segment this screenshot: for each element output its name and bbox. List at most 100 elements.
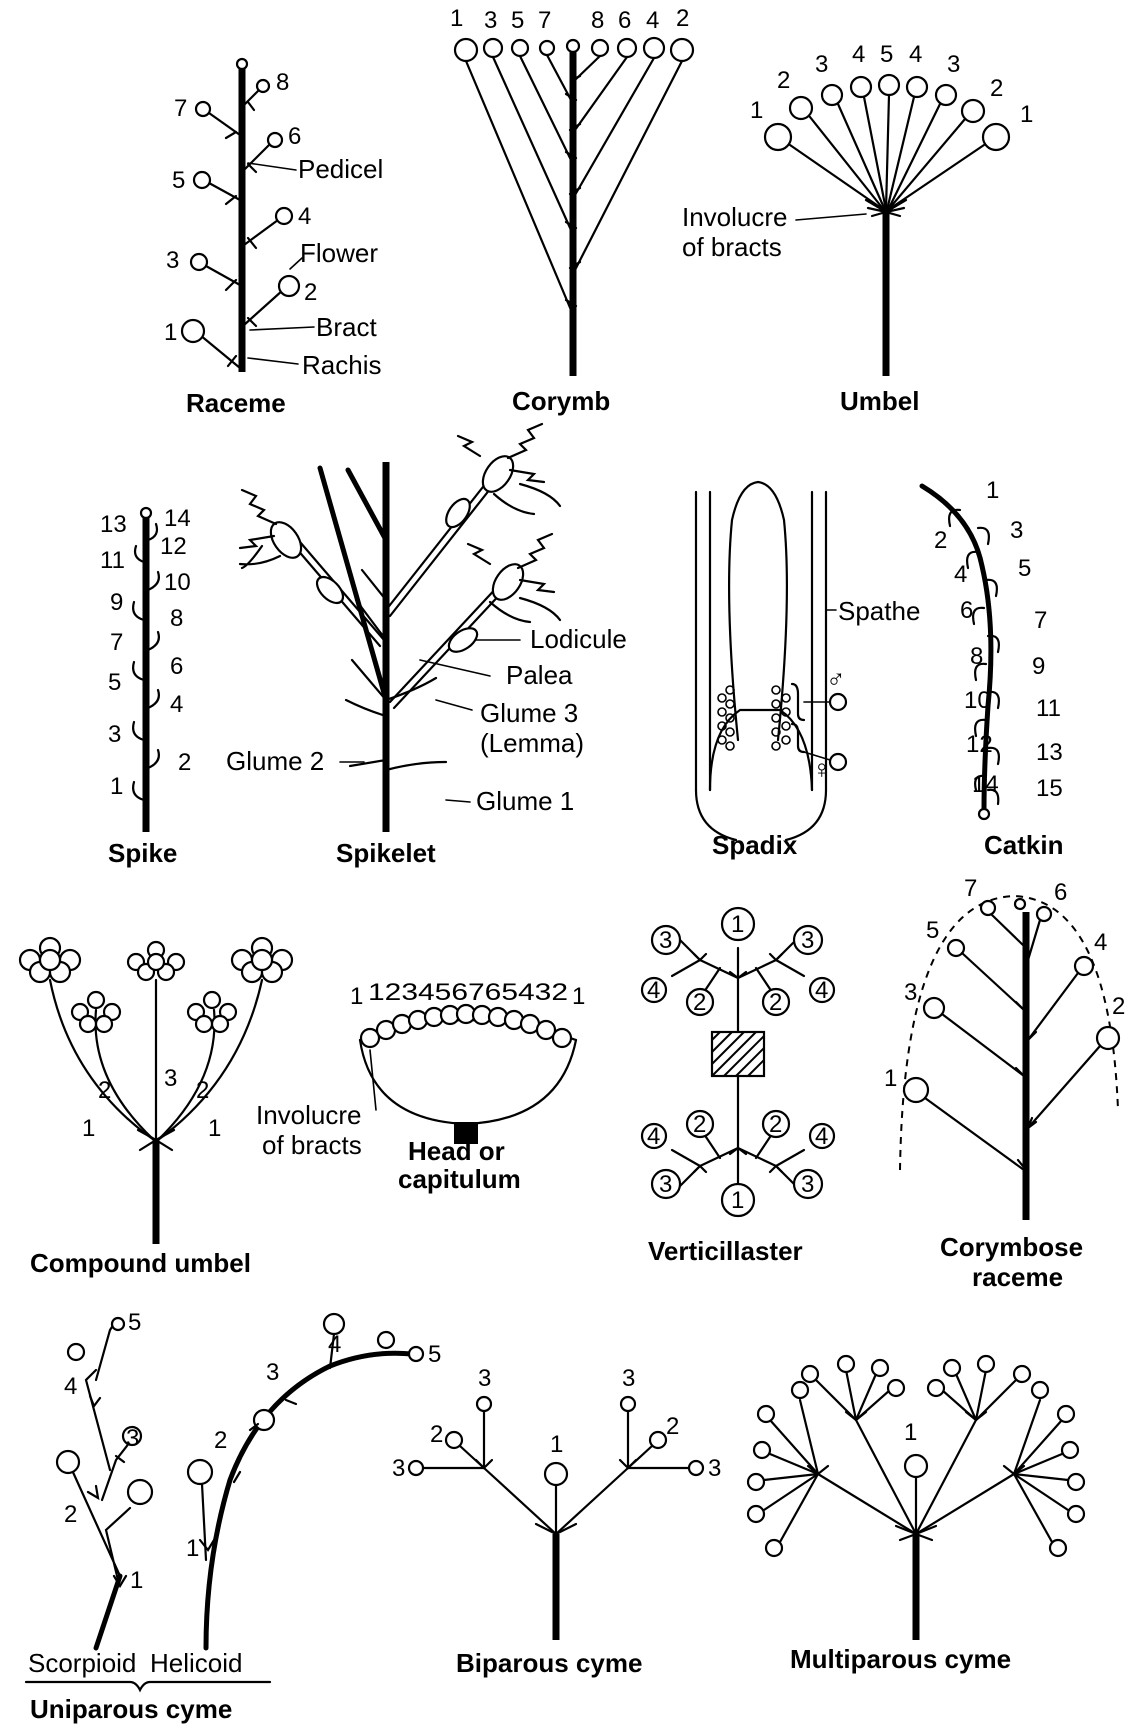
biparous-num: 1	[550, 1431, 563, 1458]
helicoid-num: 3	[266, 1359, 279, 1386]
spadix-diagram: Spathe ♂ ♀ Spadix	[696, 482, 920, 860]
corymb-num: 8	[591, 7, 604, 34]
spikelet-label-lemma: (Lemma)	[480, 728, 584, 758]
verticillaster-num: 2	[769, 1111, 782, 1138]
compound-umbel-num: 1	[82, 1115, 95, 1142]
biparous-num: 3	[622, 1365, 635, 1392]
catkin-num: 14	[972, 771, 999, 798]
catkin-num: 8	[970, 643, 983, 670]
raceme-num: 7	[174, 95, 187, 122]
verticillaster-num: 3	[801, 927, 814, 954]
biparous-num: 3	[708, 1455, 721, 1482]
catkin-num: 13	[1036, 739, 1063, 766]
capitulum-diagram: 1 123456765432 1 Involucre of bracts Hea…	[256, 979, 585, 1194]
catkin-num: 6	[960, 597, 973, 624]
spadix-label-male: ♂	[826, 664, 846, 694]
raceme-diagram: 1 2 3 4 5 6 7 8 Pedicel Flower Bract Rac…	[164, 59, 383, 418]
umbel-num: 4	[909, 41, 922, 68]
verticillaster-num: 4	[815, 977, 828, 1004]
spikelet-label-glume2: Glume 2	[226, 746, 324, 776]
verticillaster-num: 3	[659, 1171, 672, 1198]
raceme-title: Raceme	[186, 388, 286, 418]
umbel-num: 1	[750, 97, 763, 124]
scorpioid-num: 3	[126, 1425, 139, 1452]
scorpioid-num: 2	[64, 1501, 77, 1528]
compound-umbel-title: Compound umbel	[30, 1248, 251, 1278]
uniparous-label-helicoid: Helicoid	[150, 1648, 243, 1678]
verticillaster-num: 2	[769, 989, 782, 1016]
catkin-num: 7	[1034, 607, 1047, 634]
corymb-num: 7	[538, 7, 551, 34]
capitulum-num-left: 1	[350, 983, 363, 1010]
spike-num: 6	[170, 653, 183, 680]
corymb-num: 3	[484, 7, 497, 34]
compound-umbel-num: 2	[196, 1077, 209, 1104]
spadix-label-spathe: Spathe	[838, 596, 920, 626]
raceme-label-bract: Bract	[316, 312, 377, 342]
spike-title: Spike	[108, 838, 177, 868]
multiparous-num: 1	[904, 1419, 917, 1446]
spike-num: 4	[170, 691, 183, 718]
umbel-diagram: 1 2 3 4 5 4 3 2 1 Involucre of bracts Um…	[682, 41, 1033, 416]
uniparous-title: Uniparous cyme	[30, 1694, 232, 1724]
corymbose-raceme-num: 2	[1112, 993, 1125, 1020]
corymbose-raceme-num: 5	[926, 917, 939, 944]
scorpioid-num: 4	[64, 1373, 77, 1400]
umbel-num: 3	[815, 51, 828, 78]
raceme-num: 4	[298, 203, 311, 230]
corymbose-raceme-num: 3	[904, 979, 917, 1006]
biparous-title: Biparous cyme	[456, 1648, 642, 1678]
spike-num: 8	[170, 605, 183, 632]
catkin-num: 9	[1032, 653, 1045, 680]
spike-num: 1	[110, 773, 123, 800]
catkin-num: 15	[1036, 775, 1063, 802]
raceme-label-pedicel: Pedicel	[298, 154, 383, 184]
biparous-cyme-diagram: 1 2 2 3 3 3 3 Biparous cyme	[392, 1365, 721, 1678]
catkin-num: 4	[954, 561, 967, 588]
spikelet-label-palea: Palea	[506, 660, 573, 690]
spadix-title: Spadix	[712, 830, 798, 860]
umbel-num: 2	[777, 67, 790, 94]
spikelet-label-lodicule: Lodicule	[530, 624, 627, 654]
corymbose-raceme-diagram: 1 2 3 4 5 6 7 Corymbose raceme	[884, 875, 1125, 1292]
catkin-title: Catkin	[984, 830, 1063, 860]
umbel-num: 4	[852, 41, 865, 68]
spikelet-label-glume3: Glume 3	[480, 698, 578, 728]
corymbose-raceme-num: 1	[884, 1065, 897, 1092]
catkin-num: 2	[934, 527, 947, 554]
multiparous-title: Multiparous cyme	[790, 1644, 1011, 1674]
raceme-num: 5	[172, 167, 185, 194]
uniparous-cyme-diagram: 1 2 3 4 5 1 2 3 4 5 Scorpioid Helicoid U…	[26, 1309, 441, 1724]
capitulum-sequence: 123456765432	[368, 979, 568, 1006]
verticillaster-num: 3	[801, 1171, 814, 1198]
corymb-num: 5	[511, 7, 524, 34]
spike-num: 2	[178, 749, 191, 776]
verticillaster-num: 1	[731, 911, 744, 938]
umbel-num: 5	[880, 41, 893, 68]
raceme-num: 2	[304, 279, 317, 306]
verticillaster-diagram: 1 2 2 3 3 4 4 1 2 2 3 3 4 4 Verticillast…	[642, 908, 834, 1266]
raceme-num: 3	[166, 247, 179, 274]
umbel-title: Umbel	[840, 386, 919, 416]
corymbose-raceme-num: 4	[1094, 929, 1107, 956]
spike-diagram: 1 2 3 4 5 6 7 8 9 10 11 12 13 14 Spike	[100, 505, 191, 868]
capitulum-title-1: Head or	[408, 1136, 505, 1166]
catkin-num: 1	[986, 477, 999, 504]
scorpioid-num: 5	[128, 1309, 141, 1336]
spikelet-label-glume1: Glume 1	[476, 786, 574, 816]
catkin-num: 5	[1018, 555, 1031, 582]
corymb-num: 1	[450, 5, 463, 32]
biparous-num: 3	[392, 1455, 405, 1482]
verticillaster-num: 4	[647, 977, 660, 1004]
corymbose-raceme-title-1: Corymbose	[940, 1232, 1083, 1262]
catkin-num: 10	[964, 687, 991, 714]
umbel-num: 1	[1020, 101, 1033, 128]
verticillaster-num: 4	[815, 1123, 828, 1150]
compound-umbel-num: 2	[98, 1077, 111, 1104]
capitulum-num-right: 1	[572, 983, 585, 1010]
compound-umbel-num: 3	[164, 1065, 177, 1092]
corymbose-raceme-num: 6	[1054, 879, 1067, 906]
corymb-num: 2	[676, 5, 689, 32]
spike-num: 3	[108, 721, 121, 748]
